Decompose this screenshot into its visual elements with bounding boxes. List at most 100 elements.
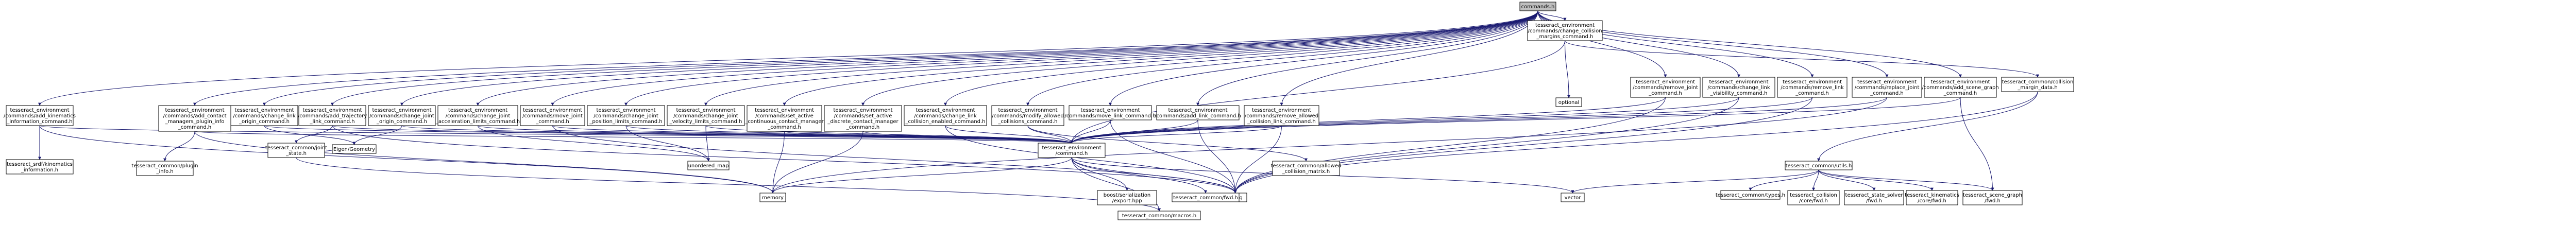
dependency-edge — [1818, 169, 1934, 191]
edge-change_joint_pos-to-unordered_map — [625, 125, 710, 162]
node-change-collision-margins[interactable]: tesseract_environment/commands/change_co… — [1527, 20, 1603, 41]
node-label-line: tesseract_scene_graph — [1963, 193, 2022, 198]
edge-root-to-change_link_origin — [263, 10, 1538, 106]
node-allowed-collision-matrix[interactable]: tesseract_common/allowed_collision_matri… — [1271, 161, 1342, 176]
node-scene-graph-fwd[interactable]: tesseract_scene_graph/fwd.h — [1962, 190, 2023, 205]
node-change-link-collision[interactable]: tesseract_environment/commands/change_li… — [904, 105, 987, 126]
node-box — [437, 105, 518, 126]
edge-change_collision_margins-to-optional — [1565, 40, 1570, 98]
header-nodes: commands.h tesseract_environment/commands… — [4, 2, 2074, 220]
node-joint-state[interactable]: tesseract_common/joint_state.h — [265, 143, 327, 158]
node-boost-export[interactable]: boost/serialization/export.hpp — [1097, 190, 1157, 205]
node-label-line: /commands/change_link — [1707, 85, 1770, 91]
dependency-edge — [1233, 97, 1739, 194]
node-common-types[interactable]: tesseract_common/types.h — [1716, 190, 1785, 200]
node-kinematics-fwd[interactable]: tesseract_kinematics/core/fwd.h — [1905, 190, 1959, 205]
dependency-edges — [38, 10, 2039, 212]
edge-move_link-to-command — [1070, 119, 1111, 144]
node-change-joint-vel[interactable]: tesseract_environment/commands/change_jo… — [667, 105, 745, 126]
node-label-line: tesseract_environment — [916, 108, 975, 113]
node-common-utils[interactable]: tesseract_common/utils.h — [1785, 161, 1853, 170]
dependency-edge — [1818, 169, 1994, 191]
node-change-link-visibility[interactable]: tesseract_environment/commands/change_li… — [1702, 77, 1775, 98]
node-box — [368, 105, 436, 126]
node-collision-fwd[interactable]: tesseract_collision/core/fwd.h — [1787, 190, 1840, 205]
node-kin-info[interactable]: tesseract_srdf/kinematics_information.h — [6, 159, 74, 175]
dependency-edge — [704, 10, 1538, 106]
node-command[interactable]: tesseract_environment/command.h — [1038, 143, 1106, 158]
dependency-edge — [1070, 97, 1887, 144]
node-collision-margin-data[interactable]: tesseract_common/collision_margin_data.h — [2001, 77, 2074, 92]
node-common-macros[interactable]: tesseract_common/macros.h — [1117, 211, 1201, 220]
node-eigen-geometry[interactable]: Eigen/Geometry — [332, 144, 377, 154]
node-box — [1852, 77, 1922, 98]
node-label-line: tesseract_environment — [1535, 23, 1595, 28]
edge-root-to-change_joint_pos — [624, 10, 1538, 106]
node-move-joint[interactable]: tesseract_environment/commands/move_join… — [520, 105, 585, 126]
node-label-line: /commands/change_joint — [446, 113, 511, 119]
node-add-link[interactable]: tesseract_environment/commands/add_link_… — [1155, 105, 1241, 120]
dependency-edge — [38, 10, 1538, 106]
dependency-edge — [705, 125, 710, 162]
node-label-line: /commands/add_contact — [163, 113, 226, 119]
node-change-joint-origin[interactable]: tesseract_environment/commands/change_jo… — [368, 105, 436, 126]
edge-change_link_collision-to-string — [945, 125, 1237, 194]
node-change-joint-pos[interactable]: tesseract_environment/commands/change_jo… — [587, 105, 665, 126]
node-label-line: _origin_command.h — [376, 119, 427, 125]
edge-change_link_origin-to-eigen_geometry — [264, 125, 356, 145]
node-root: commands.h — [1519, 2, 1556, 11]
node-box — [1787, 190, 1840, 205]
node-label-line: /commands/change_link — [233, 113, 296, 119]
node-state-solver-fwd[interactable]: tesseract_state_solver/fwd.h — [1844, 190, 1904, 205]
node-label-line: tesseract_common/collision — [2002, 79, 2074, 85]
node-optional[interactable]: optional — [1555, 97, 1582, 107]
node-remove-link[interactable]: tesseract_environment/commands/remove_li… — [1777, 77, 1848, 98]
dependency-edge — [1812, 169, 1819, 191]
node-remove-joint[interactable]: tesseract_environment/commands/remove_jo… — [1630, 77, 1701, 98]
node-vector[interactable]: vector — [1561, 193, 1585, 202]
dependency-edge — [352, 125, 402, 145]
node-common-fwd[interactable]: tesseract_common/fwd.h — [1172, 193, 1240, 202]
node-label-line: optional — [1558, 100, 1580, 106]
node-unordered-map[interactable]: unordered_map — [687, 161, 730, 170]
node-memory[interactable]: memory — [759, 193, 786, 202]
node-add-contact-managers[interactable]: tesseract_environment/commands/add_conta… — [158, 105, 231, 132]
node-change-link-origin[interactable]: tesseract_environment/commands/change_li… — [230, 105, 298, 126]
node-box — [230, 105, 298, 126]
node-box — [1844, 190, 1904, 205]
node-set-active-continuous[interactable]: tesseract_environment/commands/set_activ… — [744, 105, 824, 132]
node-remove-allowed-collision-link[interactable]: tesseract_environment/commands/remove_al… — [1244, 105, 1319, 126]
node-set-active-discrete[interactable]: tesseract_environment/commands/set_activ… — [824, 105, 902, 132]
dependency-edge — [771, 157, 1072, 194]
edge-add_trajectory_link-to-command — [332, 125, 1073, 144]
node-label-line: _command.h — [1943, 91, 1977, 96]
dependency-edge — [1070, 97, 1666, 144]
node-label-line: tesseract_common/utils.h — [1786, 163, 1852, 169]
dependency-edge — [1233, 125, 1282, 194]
edge-command-to-memory — [771, 157, 1072, 194]
node-box — [1785, 161, 1853, 170]
node-change-joint-accel[interactable]: tesseract_environment/commands/change_jo… — [435, 105, 520, 126]
edge-common_utils-to-kinematics_fwd — [1818, 169, 1934, 191]
node-label-line: _command.h — [178, 125, 211, 130]
node-label-line: tesseract_environment — [1709, 79, 1769, 85]
dependency-edge — [1070, 40, 1565, 144]
node-plugin-info[interactable]: tesseract_common/plugin_info.h — [131, 161, 198, 176]
node-move-link[interactable]: tesseract_environment/commands/move_link… — [1065, 105, 1156, 120]
edge-modify_allowed_collisions-to-allowed_collision_matrix — [1027, 125, 1308, 162]
dependency-edge — [1071, 157, 1207, 194]
edge-set_active_discrete-to-memory — [771, 131, 863, 194]
edge-root-to-set_active_discrete — [861, 10, 1538, 106]
node-add-kinematics-info[interactable]: tesseract_environment/commands/add_kinem… — [4, 105, 76, 126]
node-modify-allowed-collisions[interactable]: tesseract_environment/commands/modify_al… — [991, 105, 1064, 126]
edge-remove_allowed_collision_link-to-string — [1233, 125, 1282, 194]
node-box — [1117, 211, 1201, 220]
dependency-edge — [771, 97, 1887, 194]
node-label-line: tesseract_environment — [1931, 79, 1990, 85]
node-replace-joint[interactable]: tesseract_environment/commands/replace_j… — [1852, 77, 1922, 98]
dependency-edge — [861, 10, 1538, 106]
node-add-scene-graph[interactable]: tesseract_environment/commands/add_scene… — [1922, 77, 1999, 98]
node-label-line: tesseract_environment — [1636, 79, 1695, 85]
edge-change_collision_margins-to-collision_margin_data — [1565, 40, 2039, 78]
node-add-trajectory-link[interactable]: tesseract_environment/commands/add_traje… — [298, 105, 367, 126]
